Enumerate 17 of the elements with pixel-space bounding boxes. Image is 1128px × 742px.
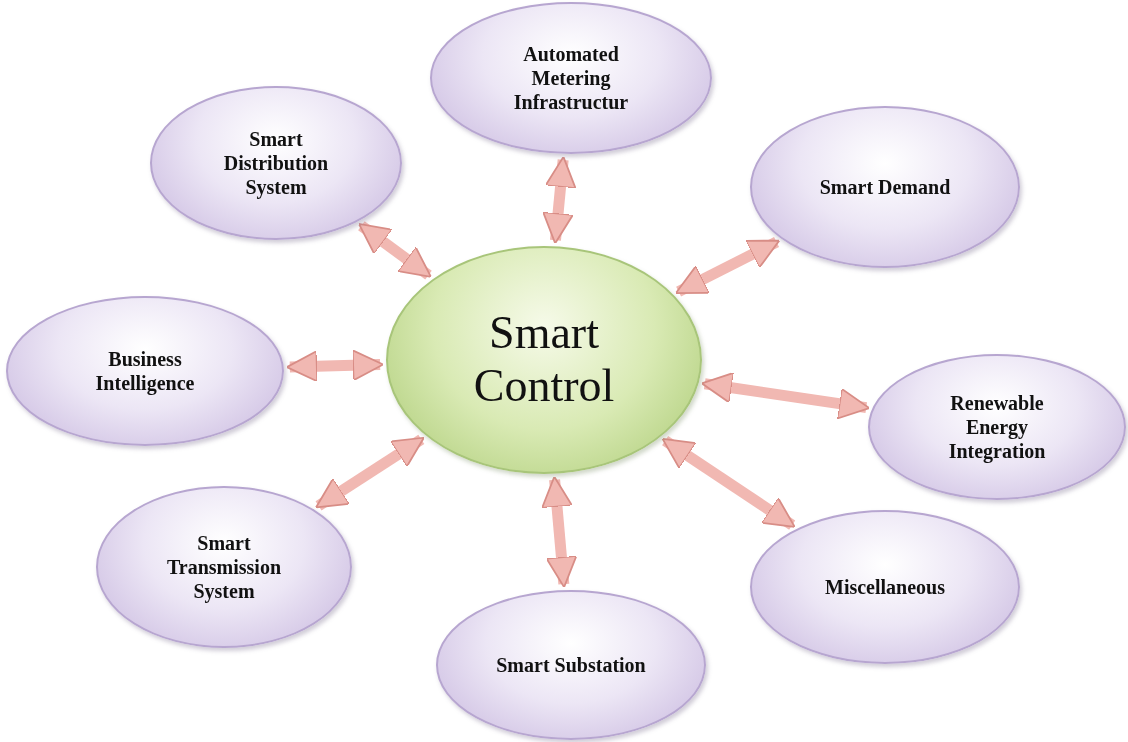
double-arrow (285, 349, 384, 383)
double-arrow (700, 372, 871, 420)
node-label: Miscellaneous (825, 575, 945, 599)
node-label: Business Intelligence (94, 347, 196, 395)
double-arrow (541, 475, 578, 588)
double-arrow (542, 156, 577, 245)
node-label: Smart Transmission System (165, 531, 283, 603)
node-label: Smart Demand (819, 175, 951, 199)
node-label: Automated Metering Infrastructur (512, 42, 630, 114)
double-arrow (661, 436, 796, 530)
double-arrow (358, 221, 432, 280)
node-label: Smart Substation (496, 653, 646, 677)
double-arrow (315, 434, 425, 511)
node-label: Renewable Energy Integration (947, 391, 1047, 463)
node-label: Smart Distribution System (222, 127, 330, 199)
double-arrow (675, 237, 781, 297)
node-label: Smart Control (472, 307, 616, 413)
